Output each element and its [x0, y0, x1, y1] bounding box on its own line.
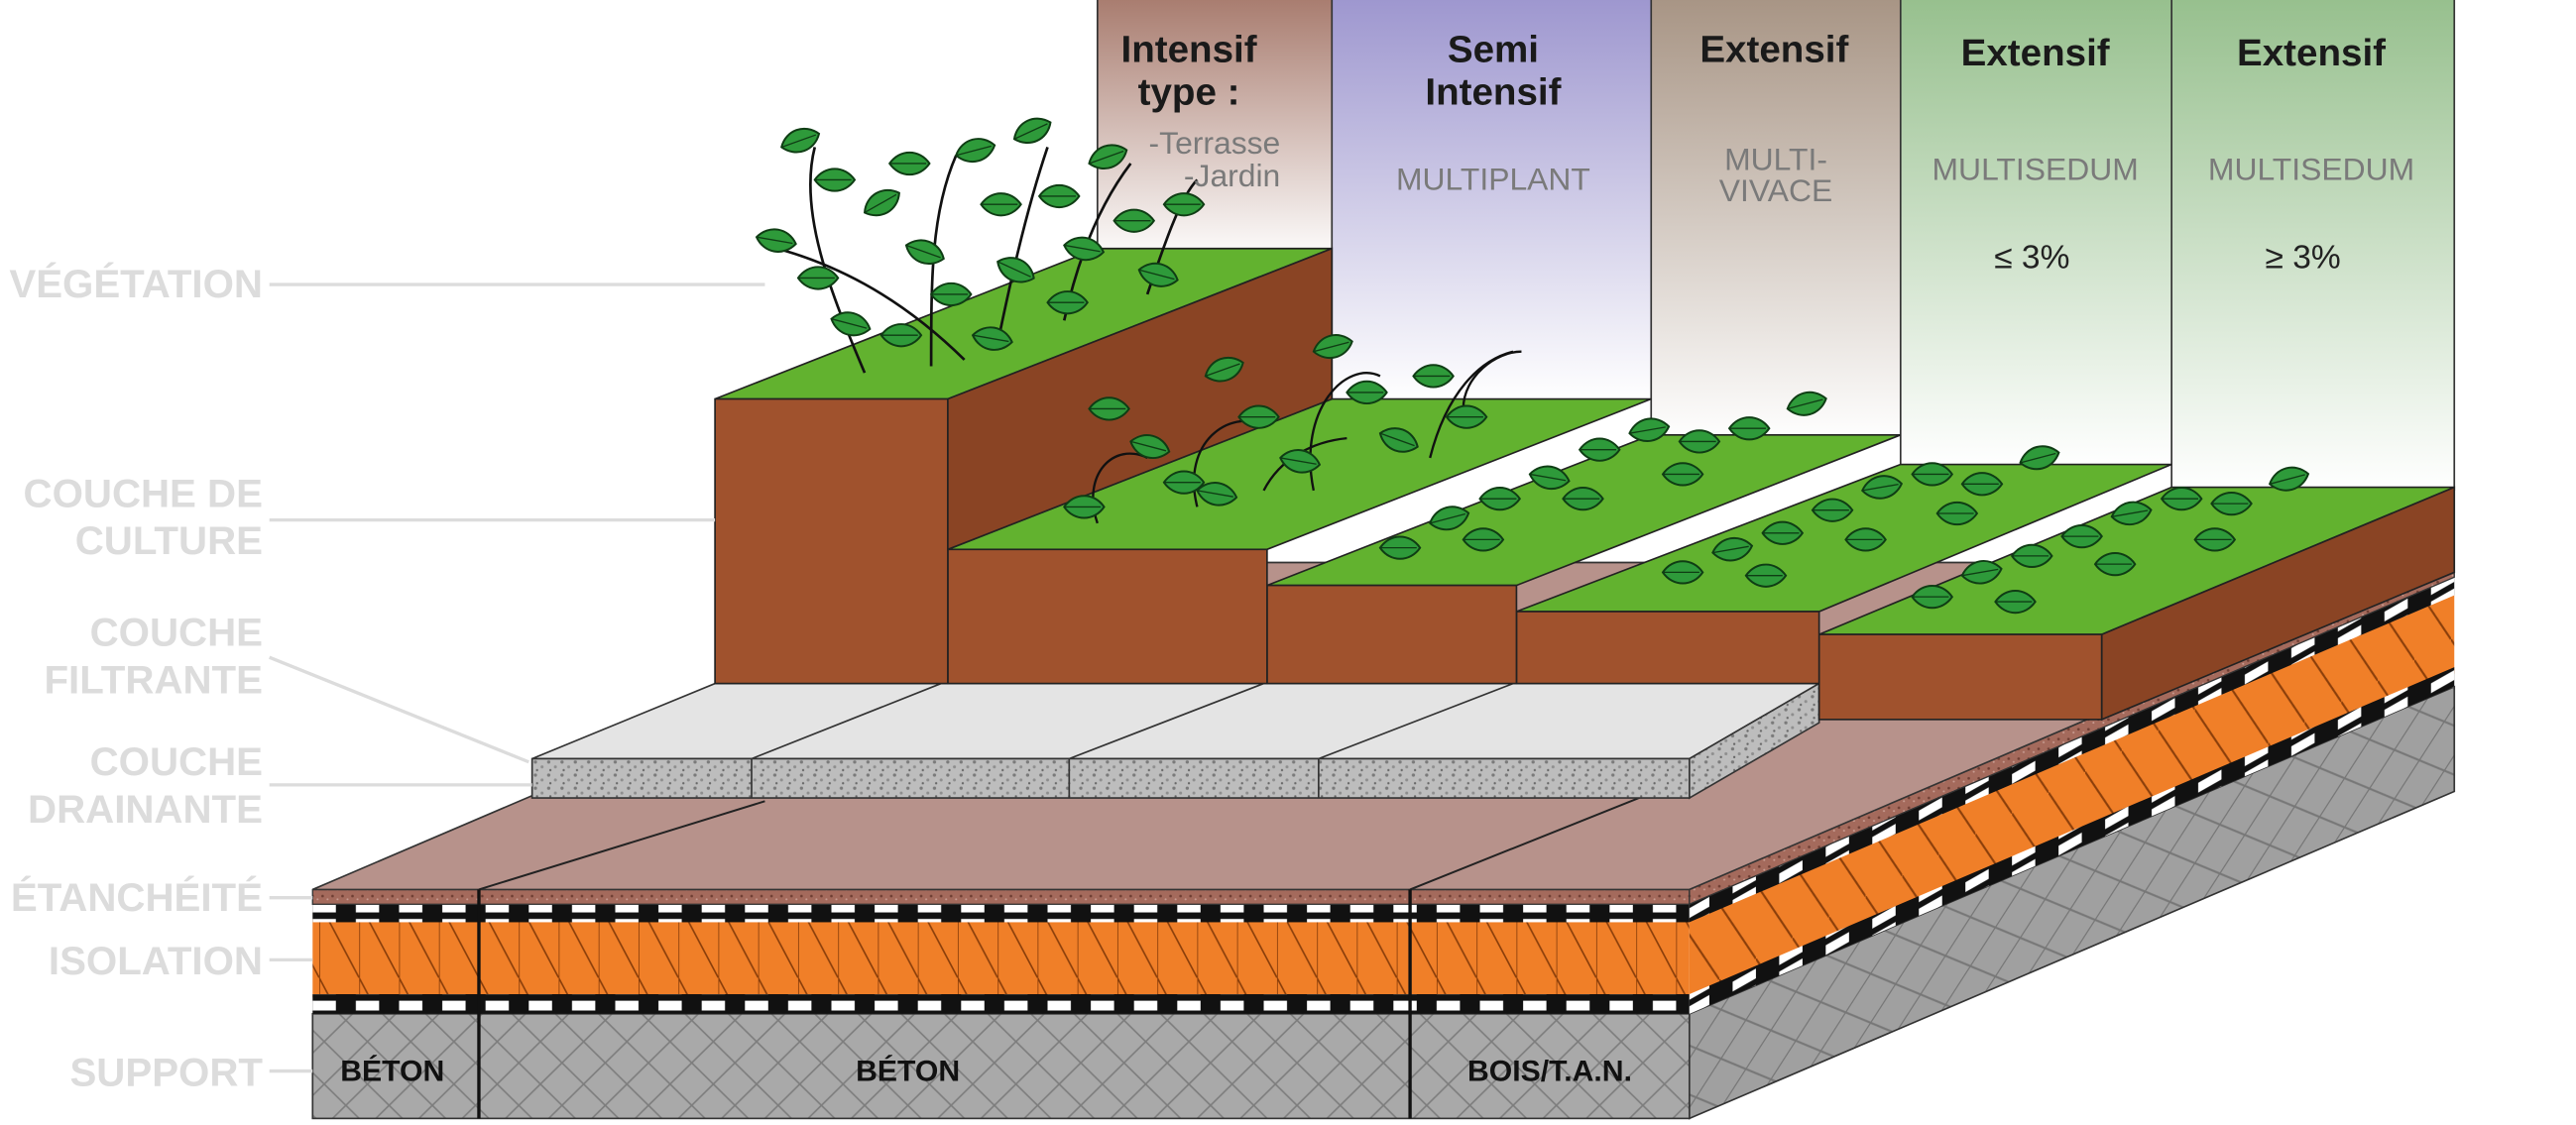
column-5-title: Extensif [2237, 32, 2386, 74]
column-1-title-line1: Intensif [1120, 29, 1256, 71]
column-headers [1096, 0, 2456, 491]
label-isolation: ISOLATION [49, 941, 263, 984]
insulation-layer [312, 575, 2455, 1014]
support-label-2: BÉTON [856, 1055, 960, 1088]
column-bg-extensif-vivace [1651, 0, 1901, 442]
vegetation [754, 111, 2312, 615]
label-vegetation: VÉGÉTATION [9, 263, 263, 307]
label-support: SUPPORT [69, 1052, 262, 1095]
support-label-1: BÉTON [340, 1055, 444, 1088]
label-drainante-line1: COUCHE [90, 740, 263, 784]
column-5-slope: ≥ 3% [2266, 240, 2341, 277]
support-layer [311, 685, 2456, 1120]
support-labels: BÉTON BÉTON BOIS/T.A.N. [340, 1055, 1632, 1088]
column-1-sub-line1: -Terrasse [1149, 125, 1281, 161]
label-culture-line2: CULTURE [75, 520, 263, 564]
label-drainante-line2: DRAINANTE [28, 788, 263, 832]
column-2-title-line2: Intensif [1425, 71, 1561, 114]
column-1-title-line2: type : [1138, 71, 1240, 114]
column-bg-extensif-sedum-high [2171, 0, 2455, 491]
label-culture-line1: COUCHE DE [24, 473, 263, 516]
column-1-sub-line2: -Jardin [1184, 158, 1280, 193]
column-3-sub-line2: VIVACE [1719, 172, 1832, 208]
column-bg-extensif-sedum-low [1900, 0, 2172, 467]
drainage-layer [530, 682, 1822, 800]
column-3-title: Extensif [1699, 29, 1848, 71]
column-4-title: Extensif [1961, 32, 2110, 74]
column-5-sub: MULTISEDUM [2208, 152, 2414, 187]
label-filtrante-line1: COUCHE [90, 612, 263, 655]
layer-labels: VÉGÉTATION COUCHE DE CULTURE COUCHE FILT… [9, 263, 765, 1095]
label-filtrante-line2: FILTRANTE [44, 659, 263, 703]
column-4-slope: ≤ 3% [1994, 240, 2069, 277]
column-bg-semi-intensif [1332, 0, 1652, 401]
support-label-3: BOIS/T.A.N. [1467, 1056, 1632, 1088]
column-texts: Intensif type : -Terrasse -Jardin Semi I… [1120, 29, 2414, 277]
column-2-sub: MULTIPLANT [1396, 162, 1590, 197]
column-2-title-line1: Semi [1448, 29, 1539, 71]
column-3-sub-line1: MULTI- [1724, 142, 1827, 177]
column-4-sub: MULTISEDUM [1932, 152, 2139, 187]
label-etancheite: ÉTANCHÉITÉ [11, 875, 263, 920]
